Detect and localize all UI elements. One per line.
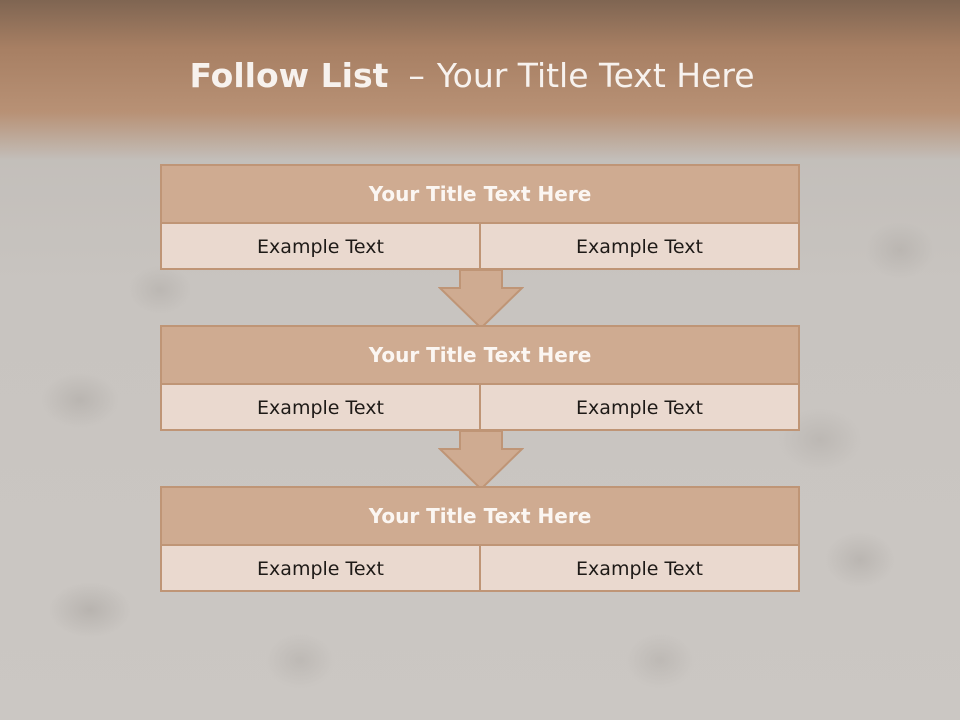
block-cell-right: Example Text xyxy=(479,385,798,431)
slide-title: Follow List–Your Title Text Here xyxy=(0,52,944,100)
list-block-2: Your Title Text Here Example Text Exampl… xyxy=(160,325,800,431)
block-cell-right: Example Text xyxy=(479,224,798,270)
block-cell-left: Example Text xyxy=(257,236,384,258)
block-row: Example Text Example Text xyxy=(162,224,798,270)
block-heading: Your Title Text Here xyxy=(162,327,798,385)
title-band xyxy=(0,0,960,160)
down-arrow-icon xyxy=(438,270,524,330)
block-cell-left: Example Text xyxy=(257,558,384,580)
block-heading: Your Title Text Here xyxy=(162,166,798,224)
list-block-1: Your Title Text Here Example Text Exampl… xyxy=(160,164,800,270)
title-rest: Your Title Text Here xyxy=(436,56,755,95)
block-cell-right: Example Text xyxy=(479,546,798,592)
block-heading: Your Title Text Here xyxy=(162,488,798,546)
block-row: Example Text Example Text xyxy=(162,546,798,592)
down-arrow-icon xyxy=(438,431,524,491)
title-separator: – xyxy=(408,56,425,95)
title-bold-part: Follow List xyxy=(189,56,389,95)
list-block-3: Your Title Text Here Example Text Exampl… xyxy=(160,486,800,592)
block-row: Example Text Example Text xyxy=(162,385,798,431)
block-cell-left: Example Text xyxy=(257,397,384,419)
